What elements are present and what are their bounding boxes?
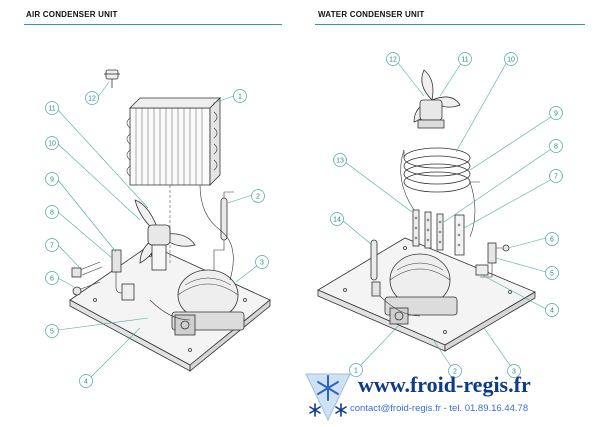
air-callout-label: 12	[88, 96, 96, 103]
air-callout-12: 12	[85, 91, 99, 105]
water-callout-label: 8	[554, 144, 558, 151]
water-callout-label: 2	[453, 369, 457, 376]
brand-footer: www.froid-regis.fr contact@froid-regis.f…	[300, 368, 600, 427]
water-callout-label: 3	[512, 369, 516, 376]
air-title-rule	[24, 24, 282, 25]
air-callout-label: 8	[50, 210, 54, 217]
water-panel-title: WATER CONDENSER UNIT	[318, 10, 425, 19]
air-callout-11: 11	[45, 101, 59, 115]
water-compressor	[384, 253, 458, 325]
water-callout-label: 1	[354, 368, 358, 375]
water-unit-drawing	[317, 69, 536, 352]
air-callout-3: 3	[255, 255, 269, 269]
air-callout-label: 2	[256, 194, 260, 201]
air-callout-9: 9	[45, 172, 59, 186]
air-fan	[134, 199, 196, 271]
brand-contact: contact@froid-regis.fr - tel. 01.89.16.4…	[350, 403, 529, 414]
water-callout-14: 14	[330, 212, 344, 226]
air-callout-2: 2	[251, 189, 265, 203]
water-callout-7: 7	[549, 169, 563, 183]
water-callout-label: 11	[461, 57, 468, 64]
air-service-valve	[104, 69, 120, 88]
water-title-rule	[315, 24, 585, 25]
water-callout-2: 2	[448, 364, 462, 378]
air-callout-5: 5	[45, 324, 59, 338]
air-callout-label: 5	[50, 329, 54, 336]
air-callout-6: 6	[45, 271, 59, 285]
air-callout-leaders	[57, 81, 263, 379]
water-callout-13: 13	[333, 153, 347, 167]
water-callout-label: 9	[554, 111, 558, 118]
water-callout-label: 7	[554, 174, 558, 181]
water-callout-11: 11	[458, 52, 472, 66]
water-coil	[403, 147, 480, 193]
water-callout-5: 5	[545, 266, 559, 280]
air-callout-label: 4	[84, 379, 88, 386]
water-callout-label: 10	[507, 57, 515, 64]
air-callout-7: 7	[45, 238, 59, 252]
snowflake-logo-icon	[305, 373, 351, 422]
water-brackets	[412, 209, 465, 256]
water-callout-3: 3	[507, 364, 521, 378]
water-callout-6: 6	[545, 232, 559, 246]
air-callout-label: 6	[50, 276, 54, 283]
brand-website[interactable]: www.froid-regis.fr	[358, 372, 531, 397]
air-control-block	[111, 249, 135, 301]
air-drier	[213, 191, 234, 270]
water-callout-label: 5	[550, 271, 554, 278]
water-callout-label: 4	[550, 308, 554, 315]
air-callout-label: 3	[260, 260, 264, 267]
water-callout-label: 6	[550, 237, 554, 244]
water-drier	[370, 239, 381, 297]
air-callouts: 12 1 11 10 9 2 8 7 6 3 5 4	[45, 89, 269, 388]
water-callout-leaders	[341, 59, 555, 369]
water-callout-1: 1	[349, 363, 363, 377]
air-callout-label: 1	[238, 94, 242, 101]
water-callout-10: 10	[504, 52, 518, 66]
water-callout-label: 13	[336, 158, 344, 165]
air-callout-1: 1	[233, 89, 247, 103]
air-callout-label: 11	[48, 106, 55, 113]
water-callout-9: 9	[549, 106, 563, 120]
water-callout-label: 14	[333, 217, 341, 224]
air-callout-4: 4	[79, 374, 93, 388]
water-callout-12: 12	[386, 52, 400, 66]
air-base-plate	[69, 244, 271, 372]
water-callouts: 12 11 10 9 13 8 7 14 6 5 4 1 2 3	[330, 52, 563, 378]
air-condenser-coil	[126, 97, 221, 265]
air-callout-label: 9	[50, 177, 54, 184]
water-callout-4: 4	[545, 303, 559, 317]
water-fan	[413, 69, 461, 129]
air-callout-8: 8	[45, 205, 59, 219]
air-callout-label: 7	[50, 243, 54, 250]
water-callout-8: 8	[549, 139, 563, 153]
air-panel-title: AIR CONDENSER UNIT	[26, 10, 118, 19]
air-callout-10: 10	[45, 136, 59, 150]
water-callout-label: 12	[389, 57, 397, 64]
air-small-fittings	[71, 261, 103, 296]
air-unit-drawing	[69, 69, 271, 372]
air-callout-label: 10	[48, 141, 56, 148]
